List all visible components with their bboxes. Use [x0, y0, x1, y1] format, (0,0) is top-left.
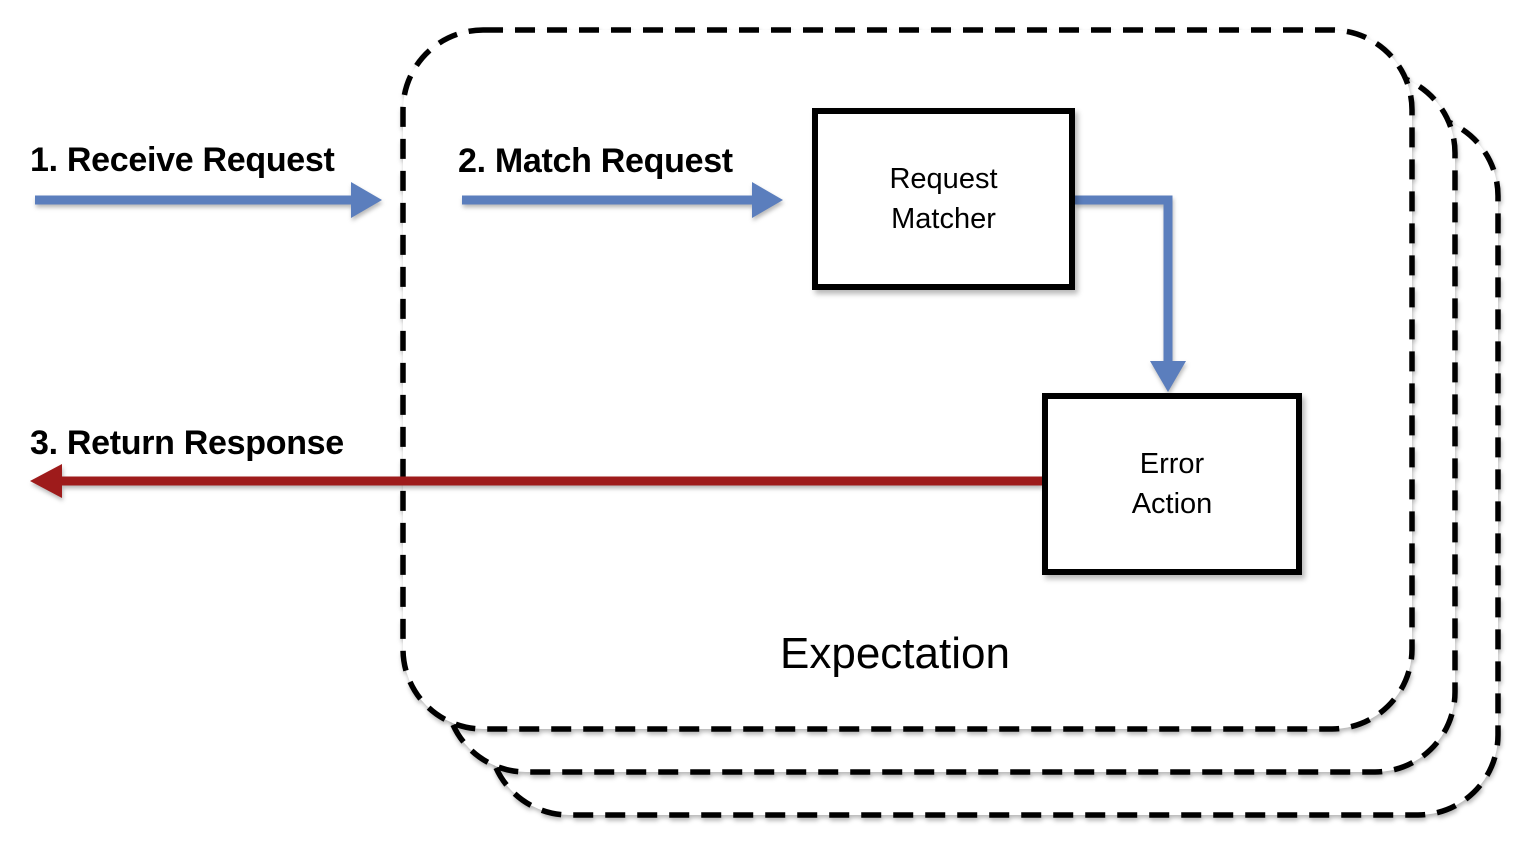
matcher-to-action-connector-line [1075, 195, 1173, 363]
request-matcher-label-line2: Matcher [891, 203, 996, 235]
receive-request-arrowhead [351, 182, 382, 218]
request-matcher-label-line1: Request [889, 163, 998, 195]
expectation-label: Expectation [780, 629, 1010, 678]
receive-request-arrow [35, 182, 382, 218]
error-action-label-line1: Error [1139, 448, 1205, 480]
expectation-card-stack [400, 27, 1501, 818]
matcher-to-action-arrowhead [1150, 361, 1186, 392]
step3-return-response-label: 3. Return Response [30, 424, 344, 462]
error-action-box: Error Action [1042, 393, 1302, 575]
match-request-arrowhead [752, 182, 783, 218]
step1-receive-request-label: 1. Receive Request [30, 141, 335, 179]
match-request-arrow [462, 182, 783, 218]
return-response-arrowhead [30, 464, 62, 498]
matcher-to-action-connector [1075, 195, 1186, 392]
return-response-arrow [30, 464, 1042, 498]
error-action-label-line2: Action [1131, 488, 1213, 520]
step2-match-request-label: 2. Match Request [458, 142, 733, 180]
request-matcher-box: Request Matcher [812, 108, 1075, 290]
